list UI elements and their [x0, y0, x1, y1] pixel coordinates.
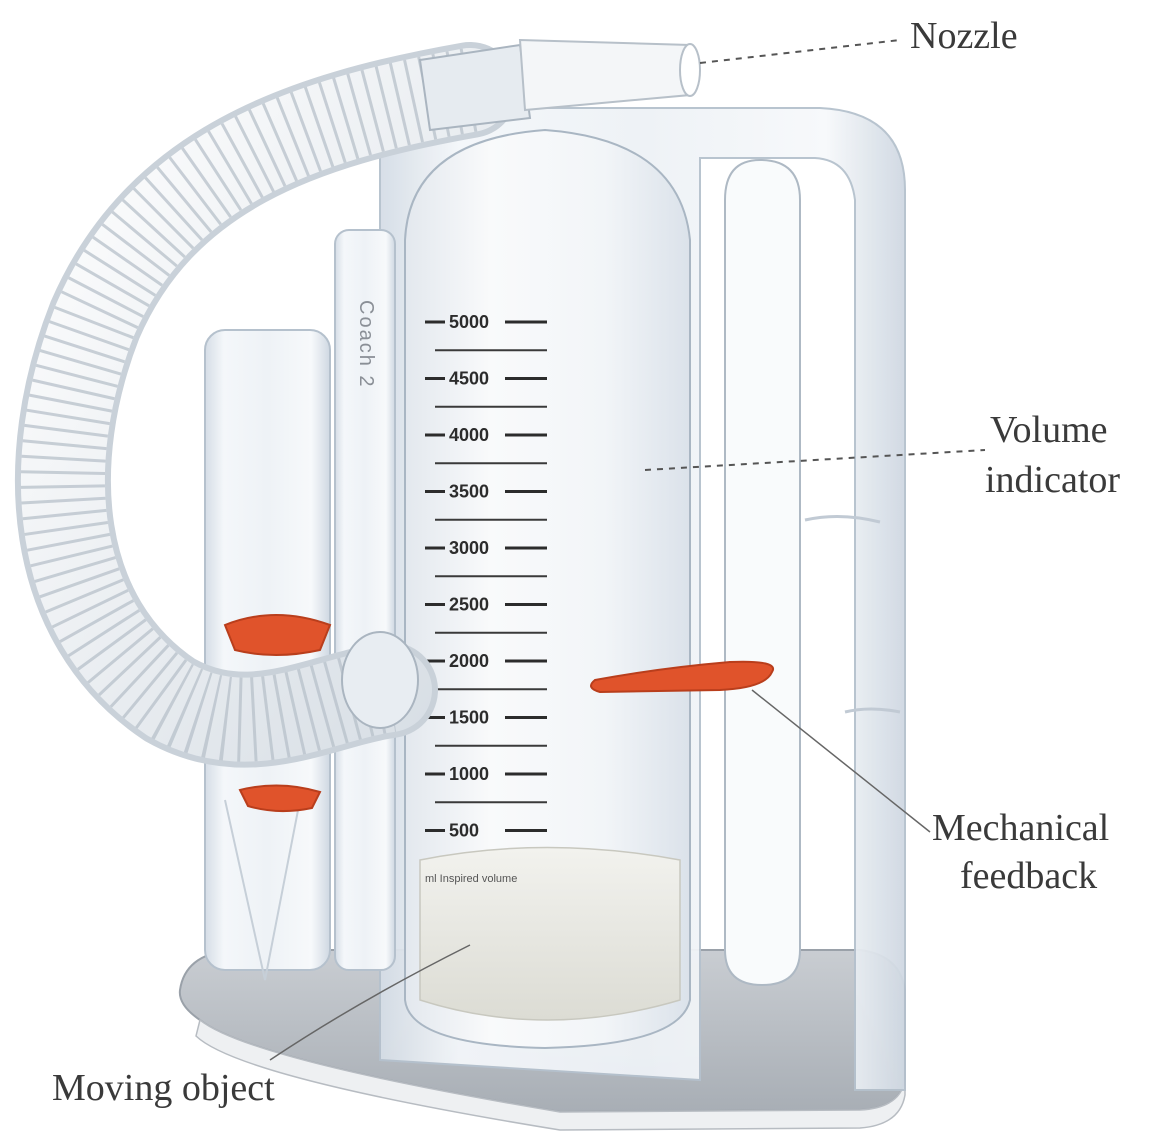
brand-column: Coach 2 [334, 229, 396, 971]
scale-label: 1000 [449, 764, 489, 784]
mechanical-feedback-label-line2: feedback [960, 855, 1097, 897]
scale-label: 3500 [449, 482, 489, 502]
moving-piston [419, 846, 681, 1021]
moving-object-label: Moving object [52, 1067, 275, 1109]
volume-cylinder: 500045004000350030002500200015001000500 … [404, 128, 691, 1050]
scale-label: 5000 [449, 312, 489, 332]
scale-label: 4000 [449, 425, 489, 445]
mechanical-feedback-slider [590, 660, 775, 694]
volume-indicator-label-line2: indicator [985, 459, 1120, 501]
nozzle-mouthpiece [418, 38, 701, 132]
scale-label: 4500 [449, 369, 489, 389]
mechanical-feedback-label-line1: Mechanical [932, 807, 1109, 849]
scale-footer: ml Inspired volume [425, 873, 517, 885]
leader-lines [269, 39, 986, 1061]
flow-indicator [223, 614, 332, 813]
scale-label: 2500 [449, 595, 489, 615]
callout-labels: Nozzle Volume indicator Mechanical feedb… [52, 15, 1120, 1109]
scale-label: 2000 [449, 651, 489, 671]
scale-label: 500 [449, 821, 479, 841]
brand-label: Coach 2 [355, 300, 377, 389]
scale-label: 3000 [449, 538, 489, 558]
volume-scale: 5000 4500 4000 3500 3000 2500 2000 1500 1000 500 [425, 312, 547, 841]
flexible-tube [14, 42, 518, 768]
scale-label: 1500 [449, 708, 489, 728]
nozzle-label: Nozzle [910, 15, 1018, 57]
volume-indicator-label-line1: Volume [990, 409, 1108, 451]
